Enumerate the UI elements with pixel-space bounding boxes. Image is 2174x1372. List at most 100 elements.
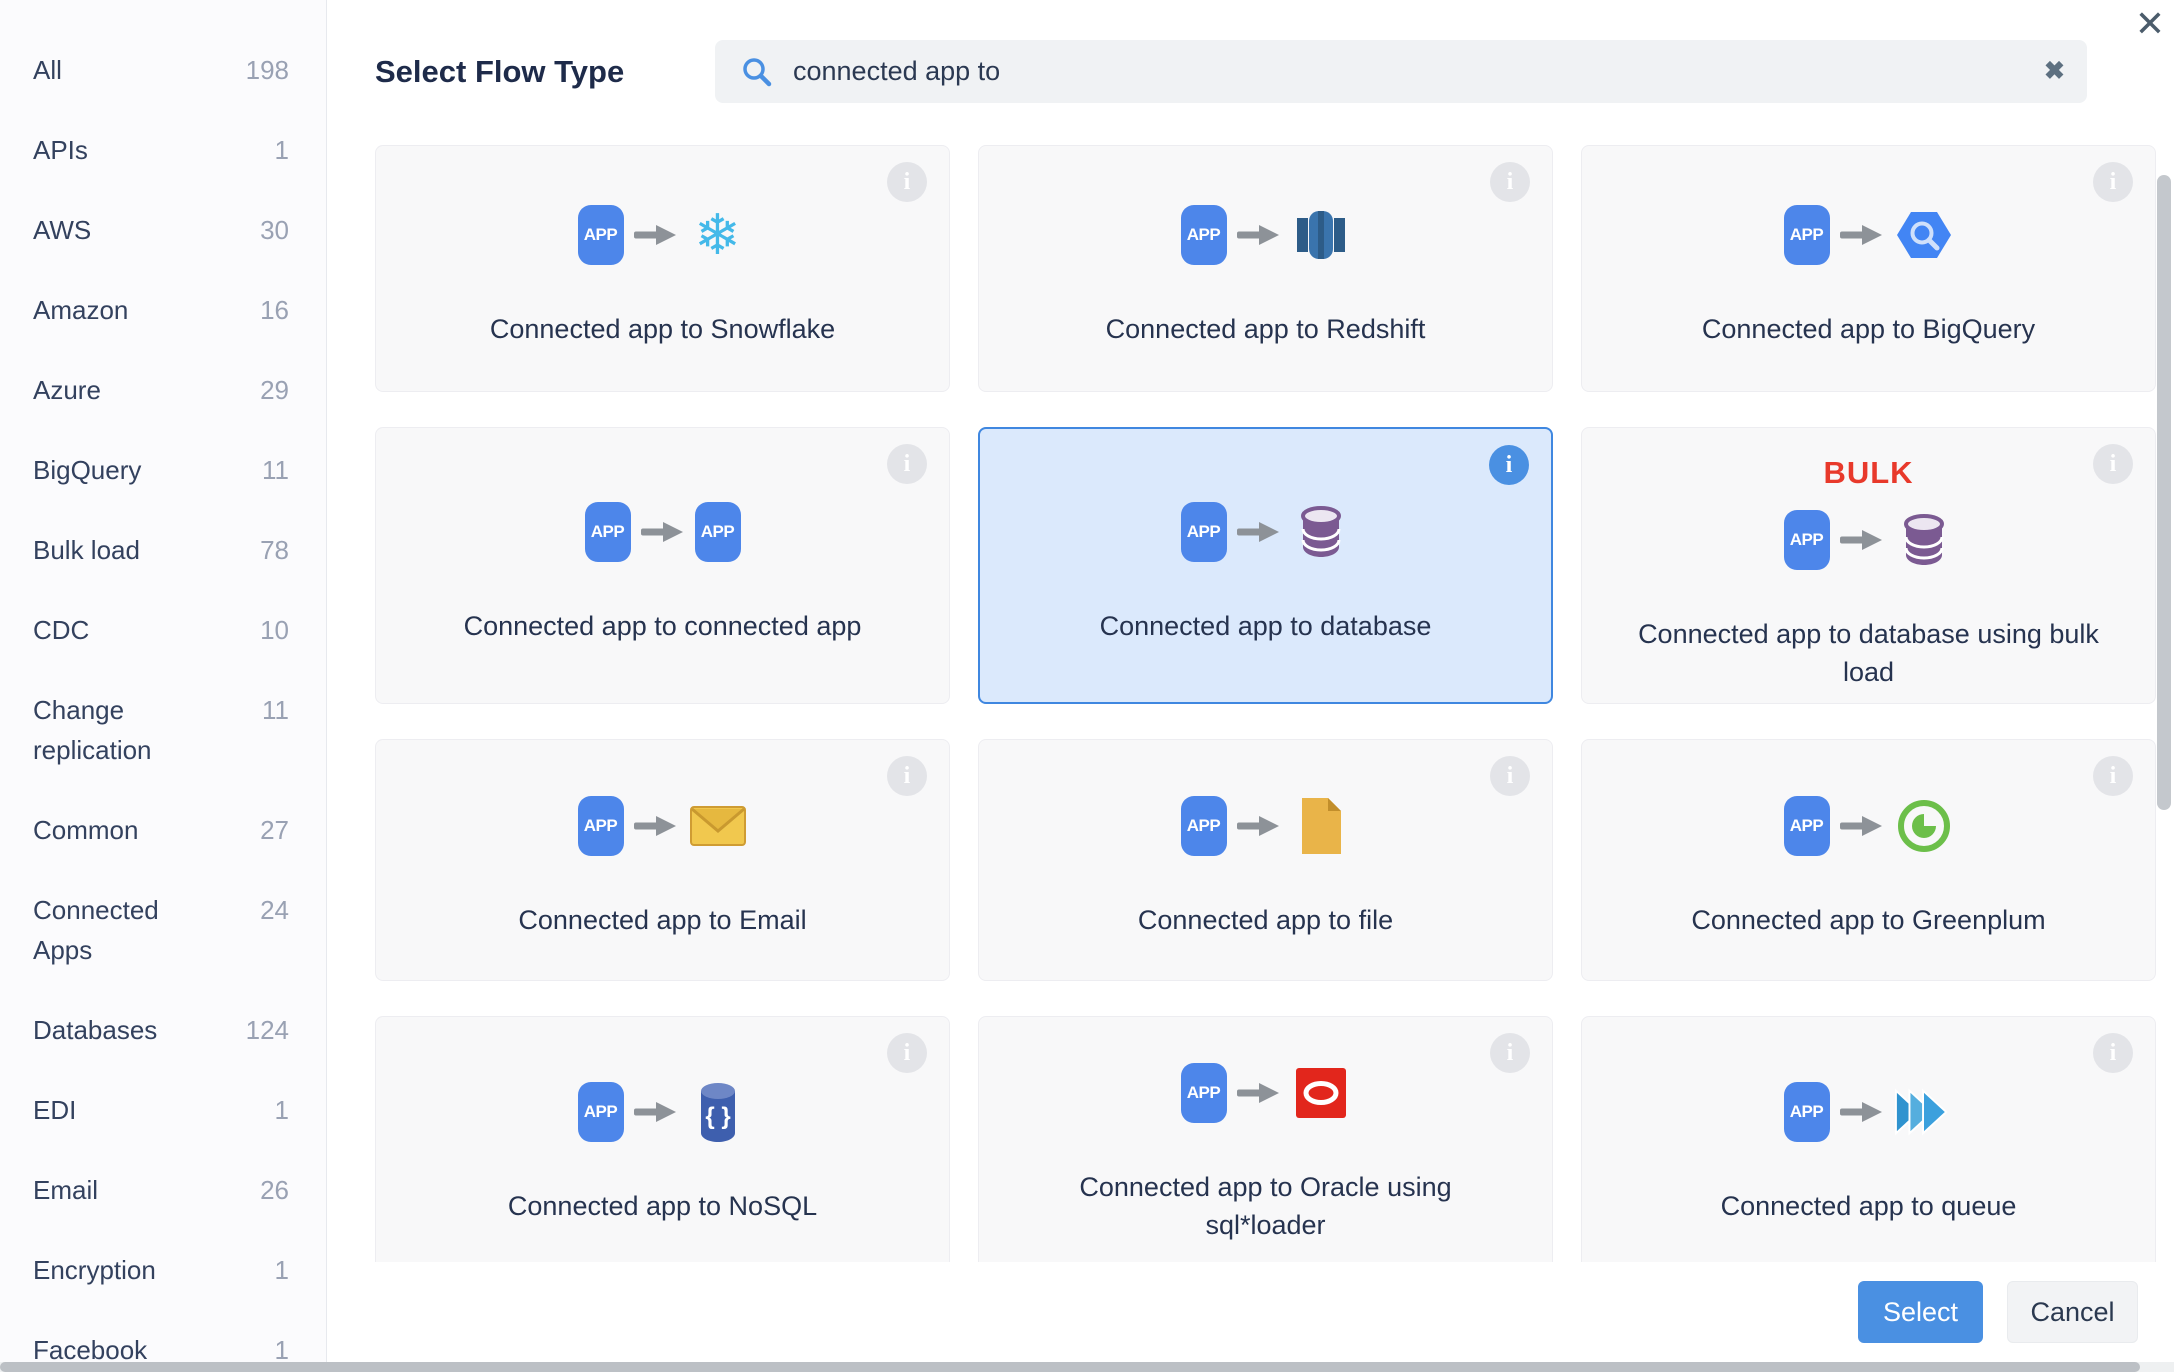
flow-type-card[interactable]: i APP Connected app to queue bbox=[1581, 1016, 2156, 1262]
sidebar-item-databases[interactable]: Databases 124 bbox=[0, 990, 326, 1070]
arrow-icon bbox=[640, 519, 685, 545]
sidebar-item-label: APIs bbox=[33, 135, 88, 165]
flow-type-card[interactable]: i APP APP Connected app to connected app bbox=[375, 427, 950, 704]
app-icon: APP bbox=[577, 796, 624, 856]
sidebar-item-connected-apps[interactable]: Connected Apps 24 bbox=[0, 870, 326, 990]
snowflake-icon: ❄ bbox=[694, 202, 741, 266]
sidebar-item-count: 1 bbox=[274, 1095, 289, 1125]
file-icon bbox=[1291, 795, 1351, 857]
flow-icons: APP bbox=[1180, 795, 1351, 857]
sidebar-item-email[interactable]: Email 26 bbox=[0, 1150, 326, 1230]
flow-type-card[interactable]: i APP Connected app to BigQuery bbox=[1581, 145, 2156, 392]
sidebar-item-count: 1 bbox=[274, 1255, 289, 1285]
flow-type-list: i APP ❄ Connected app to Snowflake i APP… bbox=[375, 145, 2156, 1262]
flow-icons: APP { } bbox=[577, 1081, 748, 1143]
sidebar-item-apis[interactable]: APIs 1 bbox=[0, 110, 326, 190]
card-title: Connected app to connected app bbox=[463, 610, 862, 641]
sidebar-item-aws[interactable]: AWS 30 bbox=[0, 190, 326, 270]
cancel-button[interactable]: Cancel bbox=[2007, 1281, 2138, 1343]
flow-icons: APP bbox=[1783, 509, 1954, 571]
redshift-icon bbox=[1291, 204, 1351, 266]
select-button[interactable]: Select bbox=[1858, 1281, 1983, 1343]
card-title: Connected app to Email bbox=[518, 905, 807, 935]
flow-type-card[interactable]: i BULK APP Connected app to database usi… bbox=[1581, 427, 2156, 704]
info-icon[interactable]: i bbox=[887, 1033, 927, 1073]
sidebar-item-count: 124 bbox=[245, 1015, 289, 1045]
sidebar-item-common[interactable]: Common 27 bbox=[0, 790, 326, 870]
card-title: Connected app to Greenplum bbox=[1691, 905, 2046, 935]
flow-icons: APP bbox=[1180, 501, 1351, 563]
arrow-icon bbox=[633, 1099, 678, 1125]
flow-type-card[interactable]: i APP Connected app to Oracle using sql*… bbox=[978, 1016, 1553, 1262]
flow-type-card[interactable]: i APP Connected app to Email bbox=[375, 739, 950, 981]
card-title: Connected app to database bbox=[1099, 610, 1432, 641]
vertical-scrollbar[interactable] bbox=[2157, 175, 2171, 810]
flow-type-card[interactable]: i APP ❄ Connected app to Snowflake bbox=[375, 145, 950, 392]
info-icon[interactable]: i bbox=[887, 162, 927, 202]
info-icon[interactable]: i bbox=[887, 756, 927, 796]
sidebar-item-label: All bbox=[33, 55, 62, 85]
info-icon[interactable]: i bbox=[1490, 1033, 1530, 1073]
info-icon[interactable]: i bbox=[2093, 162, 2133, 202]
sidebar-item-edi[interactable]: EDI 1 bbox=[0, 1070, 326, 1150]
horizontal-scrollbar-thumb[interactable] bbox=[0, 1362, 2140, 1372]
sidebar-item-label: CDC bbox=[33, 615, 90, 645]
clear-search-icon[interactable]: ✖ bbox=[2044, 57, 2065, 85]
sidebar-item-bigquery[interactable]: BigQuery 11 bbox=[0, 430, 326, 510]
horizontal-scrollbar-track[interactable] bbox=[0, 1362, 2174, 1372]
sidebar-item-change-replication[interactable]: Change replication 11 bbox=[0, 670, 326, 790]
info-icon[interactable]: i bbox=[2093, 444, 2133, 484]
card-title: Connected app to Snowflake bbox=[489, 313, 836, 344]
sidebar-item-count: 198 bbox=[245, 55, 289, 85]
flow-icons: APP bbox=[1783, 1081, 1954, 1143]
app-icon: APP bbox=[694, 501, 741, 562]
card-title: Connected app to database using bulk loa… bbox=[1638, 618, 2099, 687]
flow-type-card[interactable]: i APP Connected app to Greenplum bbox=[1581, 739, 2156, 981]
arrow-icon bbox=[633, 813, 678, 839]
queue-icon bbox=[1894, 1081, 1954, 1143]
flow-type-card[interactable]: i APP Connected app to Redshift bbox=[978, 145, 1553, 392]
database-icon bbox=[1894, 509, 1954, 571]
info-icon[interactable]: i bbox=[2093, 1033, 2133, 1073]
sidebar-item-azure[interactable]: Azure 29 bbox=[0, 350, 326, 430]
sidebar-item-bulk-load[interactable]: Bulk load 78 bbox=[0, 510, 326, 590]
card-title: Connected app to queue bbox=[1720, 1191, 2017, 1221]
sidebar-item-facebook[interactable]: Facebook 1 bbox=[0, 1310, 326, 1372]
sidebar-item-count: 11 bbox=[262, 455, 289, 485]
info-icon[interactable]: i bbox=[1490, 162, 1530, 202]
arrow-icon bbox=[1839, 527, 1884, 553]
sidebar-item-cdc[interactable]: CDC 10 bbox=[0, 590, 326, 670]
sidebar-item-count: 27 bbox=[260, 815, 289, 845]
info-icon[interactable]: i bbox=[1489, 445, 1529, 485]
flow-type-card[interactable]: i APP Connected app to database bbox=[978, 427, 1553, 704]
flow-type-card[interactable]: i APP { } Connected app to NoSQL bbox=[375, 1016, 950, 1262]
arrow-icon bbox=[1236, 813, 1281, 839]
sidebar-item-label: Databases bbox=[33, 1015, 158, 1045]
sidebar-item-all[interactable]: All 198 bbox=[0, 30, 326, 110]
app-icon: APP bbox=[584, 501, 631, 562]
arrow-icon bbox=[1236, 519, 1281, 545]
flow-icons: APP bbox=[1180, 1062, 1351, 1124]
info-icon[interactable]: i bbox=[2093, 756, 2133, 796]
greenplum-icon bbox=[1894, 795, 1954, 857]
sidebar-item-amazon[interactable]: Amazon 16 bbox=[0, 270, 326, 350]
sidebar-item-label: Change replication bbox=[33, 695, 152, 765]
flow-icons: APP bbox=[1783, 795, 1954, 857]
info-icon[interactable]: i bbox=[1490, 756, 1530, 796]
email-icon bbox=[688, 795, 748, 857]
sidebar-item-count: 1 bbox=[274, 1335, 289, 1365]
arrow-icon bbox=[1236, 1080, 1281, 1106]
card-title: Connected app to Redshift bbox=[1105, 313, 1426, 344]
sidebar-item-count: 30 bbox=[260, 215, 289, 245]
flow-type-card[interactable]: i APP Connected app to file bbox=[978, 739, 1553, 981]
info-icon[interactable]: i bbox=[887, 444, 927, 484]
sidebar-item-encryption[interactable]: Encryption 1 bbox=[0, 1230, 326, 1310]
sidebar-item-label: BigQuery bbox=[33, 455, 142, 485]
sidebar-item-label: Common bbox=[33, 815, 139, 845]
search-input[interactable] bbox=[791, 55, 2045, 88]
close-icon[interactable]: ✕ bbox=[2134, 3, 2166, 44]
flow-icons: APP ❄ bbox=[577, 202, 748, 266]
app-icon: APP bbox=[1783, 509, 1830, 570]
bigquery-icon bbox=[1894, 204, 1954, 266]
